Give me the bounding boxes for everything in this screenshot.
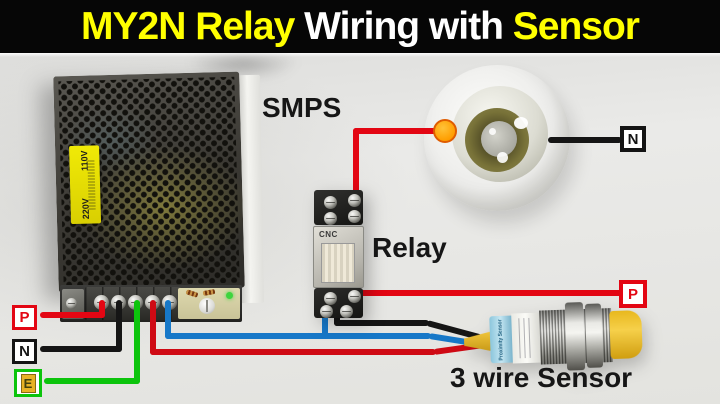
sensor-cable-gland bbox=[464, 331, 493, 352]
relay-unit: CNC bbox=[312, 186, 366, 320]
phase-tag-left: P bbox=[12, 305, 37, 330]
sticker-fineprint bbox=[87, 159, 96, 210]
phase-tag-right: P bbox=[619, 280, 647, 308]
dc-plus-wire-horizontal bbox=[150, 349, 436, 355]
title-part-plain: Wiring with bbox=[304, 4, 513, 48]
relay-screw bbox=[320, 305, 333, 318]
dc-minus-wire-relay-stub bbox=[322, 306, 328, 339]
title-part-accent1: MY2N Relay bbox=[81, 4, 305, 48]
sensor-hex-nut bbox=[584, 303, 604, 368]
title-part-accent2: Sensor bbox=[512, 4, 640, 48]
earth-tag-left: E bbox=[14, 369, 42, 397]
earth-wire-vertical bbox=[134, 300, 140, 384]
voltage-adjust-pot bbox=[199, 298, 215, 314]
relay-screw bbox=[324, 292, 337, 305]
phase-wire-vertical bbox=[99, 300, 105, 318]
relay-screw bbox=[324, 196, 337, 209]
sensor-band-text: Proximity Sensor bbox=[497, 319, 505, 361]
title-bar: MY2N Relay Wiring with Sensor bbox=[0, 0, 720, 53]
bulb-center bbox=[481, 121, 517, 157]
bulb-highlight bbox=[497, 152, 508, 163]
sensor-hex-nut bbox=[564, 302, 586, 371]
phase-connector-dot bbox=[433, 119, 457, 143]
relay-phase-out-wire bbox=[350, 290, 622, 296]
neutral-tag-bulb: N bbox=[620, 126, 646, 152]
dc-minus-wire-vertical bbox=[165, 300, 171, 339]
bulb-highlight bbox=[489, 128, 496, 135]
smps-unit: 110V 220V bbox=[53, 71, 245, 293]
sensor-label: 3 wire Sensor bbox=[450, 362, 633, 393]
dc-minus-wire-horizontal bbox=[165, 333, 431, 339]
relay-screw bbox=[324, 212, 337, 225]
relay-screw bbox=[348, 210, 361, 223]
relay-to-bulb-wire-horizontal bbox=[353, 128, 445, 134]
sensor-spec-label bbox=[511, 312, 541, 364]
earth-wire-horizontal bbox=[44, 378, 140, 384]
bulb-neutral-wire bbox=[548, 137, 622, 143]
relay-brand-label: CNC bbox=[319, 230, 338, 239]
smps-label: SMPS bbox=[262, 92, 342, 123]
bracket-screw bbox=[66, 298, 77, 309]
phase-wire-horizontal bbox=[40, 312, 105, 318]
earth-tag-letter: E bbox=[20, 373, 36, 393]
title-divider bbox=[0, 53, 720, 57]
power-led bbox=[226, 292, 233, 299]
relay-screw bbox=[348, 194, 361, 207]
sensor-signal-wire-horizontal bbox=[334, 320, 429, 326]
sensor-blue-band: Proximity Sensor bbox=[489, 315, 513, 364]
relay-body: CNC bbox=[313, 226, 364, 288]
relay-label: Relay bbox=[372, 232, 447, 263]
relay-to-bulb-wire-vertical bbox=[353, 128, 359, 204]
bulb-highlight bbox=[514, 117, 528, 129]
neutral-wire-vertical bbox=[116, 300, 122, 352]
relay-coil bbox=[321, 243, 355, 283]
neutral-wire-horizontal bbox=[40, 346, 122, 352]
dc-plus-wire-vertical bbox=[150, 300, 156, 355]
neutral-tag-left: N bbox=[12, 339, 37, 364]
relay-screw bbox=[340, 305, 353, 318]
smps-voltage-sticker: 110V 220V bbox=[69, 145, 102, 225]
relay-screw bbox=[348, 290, 361, 303]
sensor-sensing-tip bbox=[609, 310, 643, 360]
